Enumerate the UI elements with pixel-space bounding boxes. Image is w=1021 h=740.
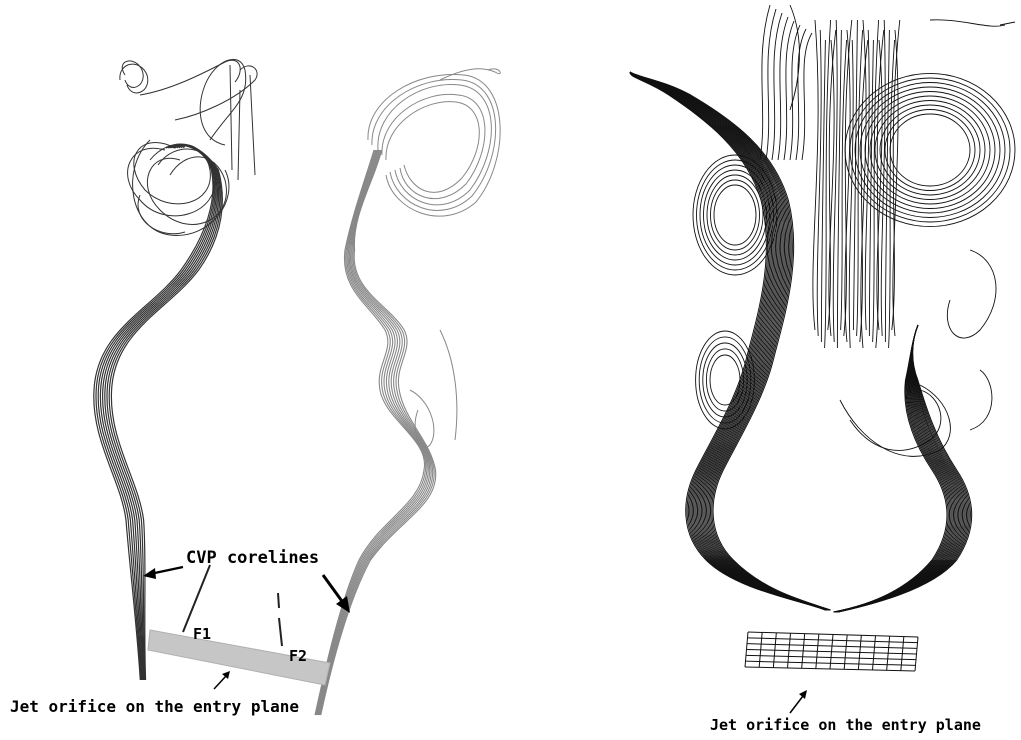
streamline <box>630 72 828 610</box>
streamline <box>714 185 756 245</box>
streamline <box>875 101 985 200</box>
right-gray-streamline-bundle <box>315 150 436 715</box>
left-upper-vortex-loops <box>120 59 257 235</box>
streamline <box>122 61 143 87</box>
streamline <box>316 150 426 715</box>
left-streamline-figure <box>0 0 560 740</box>
streamline <box>109 145 221 680</box>
streamline <box>869 40 873 336</box>
streamline <box>100 145 216 680</box>
streamline <box>860 87 1000 213</box>
streamline <box>880 105 980 195</box>
streamline <box>704 170 767 260</box>
right-streamline-panel: Jet orifice on the entry plane <box>600 0 1021 740</box>
left-dark-streamline-bundle <box>94 145 223 680</box>
f2-marker-bottom <box>279 618 282 646</box>
streamline <box>378 84 492 204</box>
streamline <box>821 40 825 342</box>
streamline <box>630 72 828 610</box>
right-panel-left-tube <box>630 72 831 610</box>
streamline <box>372 79 496 210</box>
streamline <box>630 72 829 610</box>
f2-marker-top <box>278 593 279 608</box>
streamline <box>710 355 740 405</box>
streamline <box>630 72 826 610</box>
streamline <box>140 60 240 95</box>
streamline <box>630 72 830 610</box>
streamline <box>630 72 830 610</box>
streamline <box>711 180 760 250</box>
streamline <box>103 145 218 680</box>
streamline <box>630 72 827 610</box>
streamline <box>802 33 812 160</box>
streamline <box>107 145 220 680</box>
streamline <box>316 150 427 715</box>
cvp-corelines-label: CVP corelines <box>186 548 319 568</box>
streamline <box>630 72 831 610</box>
streamline <box>930 20 1015 26</box>
f1-marker <box>183 565 210 632</box>
streamline <box>630 72 829 610</box>
f1-label: F1 <box>193 625 211 643</box>
streamline <box>853 20 857 330</box>
streamline <box>706 349 743 411</box>
right-panel-right-tube <box>833 325 971 612</box>
streamline <box>630 72 830 610</box>
streamline <box>315 150 425 715</box>
streamline <box>970 370 992 430</box>
streamline <box>890 114 970 186</box>
orifice-arrow-right <box>790 690 807 713</box>
left-orifice-caption: Jet orifice on the entry plane <box>10 697 299 716</box>
streamline <box>105 145 219 680</box>
streamline <box>630 72 829 610</box>
streamline <box>630 72 828 610</box>
orifice-arrow <box>214 671 230 689</box>
streamline <box>175 66 257 120</box>
streamline <box>833 20 837 342</box>
streamline <box>317 150 428 715</box>
streamline <box>230 65 255 180</box>
streamline <box>630 72 825 610</box>
streamline <box>630 72 829 610</box>
streamline <box>120 64 148 93</box>
right-streamline-figure <box>600 0 1021 740</box>
streamline <box>837 30 841 348</box>
f2-label: F2 <box>289 647 307 665</box>
cvp-arrow-left <box>143 567 183 579</box>
streamline <box>699 337 751 423</box>
streamline <box>703 343 747 417</box>
left-streamline-panel: CVP corelines F1 F2 Jet orifice on the e… <box>0 0 560 740</box>
streamline <box>697 160 774 270</box>
streamline <box>386 102 479 193</box>
streamline <box>440 330 457 440</box>
streamline <box>947 250 996 338</box>
streamline <box>98 145 215 680</box>
streamline <box>707 175 763 255</box>
streamline <box>630 72 827 610</box>
streamline <box>382 94 485 198</box>
streamline <box>630 72 830 610</box>
streamline <box>630 72 828 610</box>
right-orifice-caption: Jet orifice on the entry plane <box>710 716 981 734</box>
streamline <box>630 72 825 610</box>
streamline <box>885 30 889 342</box>
jet-orifice-grid <box>745 632 918 671</box>
